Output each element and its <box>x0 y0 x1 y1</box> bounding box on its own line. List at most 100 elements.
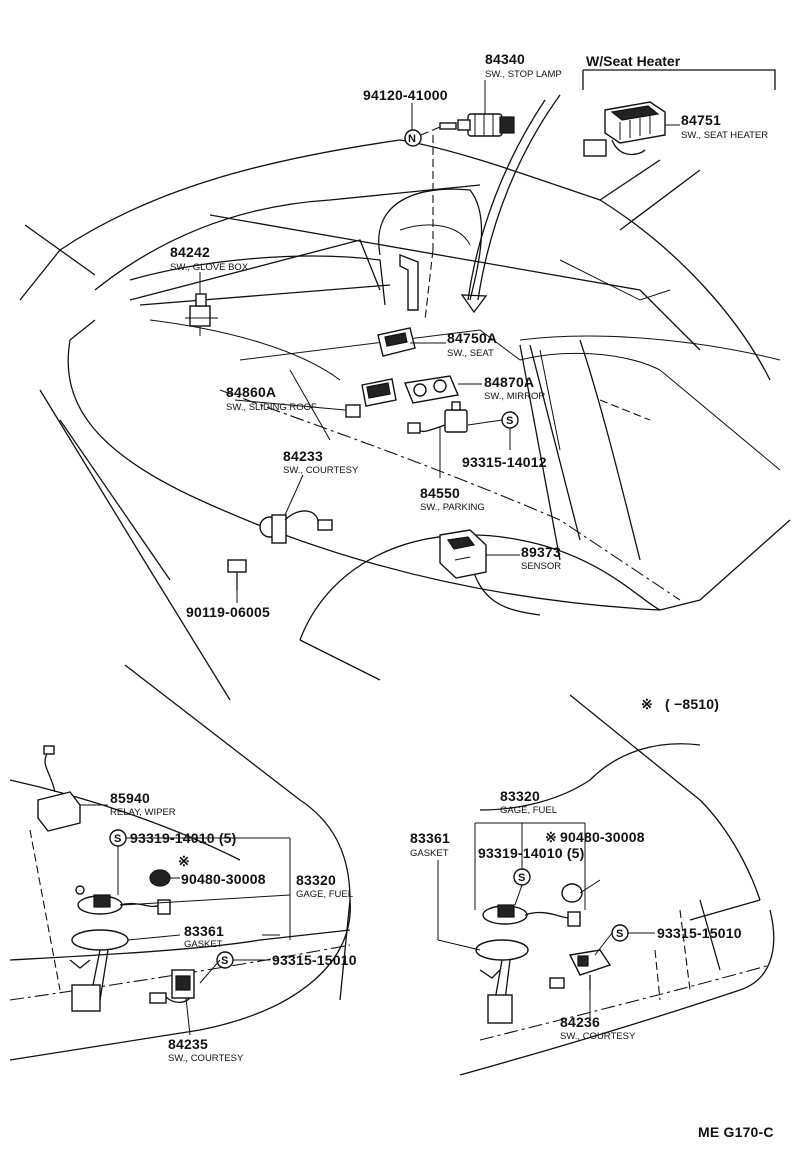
label-left-84235: 84235 SW., COURTESY <box>168 1036 244 1064</box>
part-desc: SW., COURTESY <box>560 1031 636 1042</box>
part-desc: SW., COURTESY <box>283 465 359 476</box>
car-rear-left-outline <box>9 664 351 1061</box>
seat-heater-bracket: W/Seat Heater <box>582 53 776 90</box>
fuel-gage-left <box>69 885 171 1012</box>
part-number: 89373 <box>521 544 561 560</box>
part-desc: SW., SLIDING ROOF <box>226 402 317 413</box>
label-84340: 84340 SW., STOP LAMP <box>485 51 562 80</box>
label-right-83361: 83361 GASKET <box>410 830 450 859</box>
part-number: 84236 <box>560 1014 600 1030</box>
bracket-under-dash <box>399 249 434 321</box>
label-left-93315: 93315-15010 <box>272 952 357 968</box>
mirror-switch <box>404 375 459 404</box>
label-right-90480: ※ 90480-30008 <box>545 829 645 845</box>
n-mark-icon: N <box>408 133 416 145</box>
part-number: 93315-14012 <box>462 454 547 470</box>
bolt-90119 <box>227 559 247 590</box>
label-94120-41000: 94120-41000 <box>363 87 448 103</box>
label-left-93319: 93319-14010 (5) <box>130 830 237 846</box>
label-89373: 89373 SENSOR <box>521 544 561 572</box>
part-number: 83361 <box>410 830 450 846</box>
label-93315-14012: 93315-14012 <box>462 454 547 470</box>
s-mark-right-93315: S <box>611 924 629 942</box>
part-number: 85940 <box>110 790 150 806</box>
sliding-roof-switch <box>345 378 397 418</box>
part-number: 93315-15010 <box>657 925 742 941</box>
part-number: 83320 <box>296 872 336 888</box>
part-number: 93319-14010 (5) <box>130 830 237 846</box>
label-90119-06005: 90119-06005 <box>186 604 270 620</box>
part-desc: SW., MIRROR <box>484 391 545 402</box>
part-desc: SW., COURTESY <box>168 1053 244 1064</box>
star-icon: ※ <box>545 829 557 845</box>
note-range: ( −8510) <box>665 696 719 712</box>
seat-heater-switch <box>583 101 666 157</box>
s-mark-icon: S <box>114 833 121 845</box>
sensor-89373 <box>439 529 487 579</box>
stop-lamp-switch <box>439 113 515 137</box>
leader-lines-bottom-left <box>117 837 291 1036</box>
star-icon: ※ <box>178 853 190 869</box>
part-desc: SW., SEAT <box>447 348 494 359</box>
part-desc: GASKET <box>184 939 223 950</box>
diagram-code: ME G170-C <box>698 1124 774 1140</box>
label-right-93319: 93319-14010 (5) <box>478 845 584 861</box>
part-number: 83361 <box>184 923 224 939</box>
part-number: 83320 <box>500 788 540 804</box>
part-number: 90119-06005 <box>186 604 270 620</box>
part-number: 84860A <box>226 384 276 400</box>
label-84242: 84242 SW., GLOVE BOX <box>170 244 249 273</box>
leader-lines-top <box>199 80 680 603</box>
s-mark-93315-14012: S <box>501 411 519 429</box>
s-mark-icon: S <box>616 928 623 940</box>
label-84233: 84233 SW., COURTESY <box>283 448 359 476</box>
part-number: 84750A <box>447 330 497 346</box>
n-mark-nut: N <box>404 126 441 250</box>
car-rear-right-outline <box>459 694 775 1076</box>
part-number: 90480-30008 <box>560 829 645 845</box>
part-desc: SW., GLOVE BOX <box>170 262 249 273</box>
seat-switch <box>377 327 416 357</box>
grommet-right <box>561 883 583 903</box>
grommet-left <box>149 869 171 887</box>
part-number: 94120-41000 <box>363 87 448 103</box>
label-right-83320: 83320 GAGE, FUEL <box>500 788 557 816</box>
courtesy-switch-left <box>149 969 195 1004</box>
part-number: 84235 <box>168 1036 208 1052</box>
part-desc: RELAY, WIPER <box>110 807 176 818</box>
part-desc: SW., SEAT HEATER <box>681 130 768 141</box>
part-number: 90480-30008 <box>181 871 266 887</box>
part-number: 84340 <box>485 51 525 67</box>
part-number: 84233 <box>283 448 323 464</box>
part-number: 84870A <box>484 374 534 390</box>
label-left-83320: 83320 GAGE, FUEL <box>296 872 353 900</box>
range-note: ※ ( −8510) <box>641 696 719 712</box>
glove-box-switch <box>185 293 218 336</box>
part-desc: SW., PARKING <box>420 502 485 513</box>
parking-switch <box>407 401 468 434</box>
part-desc: SW., STOP LAMP <box>485 69 562 80</box>
s-mark-left-93319: S <box>109 829 127 847</box>
part-number: 84751 <box>681 112 721 128</box>
part-desc: GASKET <box>410 848 449 859</box>
s-mark-icon: S <box>221 955 228 967</box>
label-84870A: 84870A SW., MIRROR <box>484 374 545 402</box>
label-84751: 84751 SW., SEAT HEATER <box>681 112 768 141</box>
seat-heater-title: W/Seat Heater <box>586 53 681 69</box>
label-85940: 85940 RELAY, WIPER <box>110 790 176 818</box>
note-star-icon: ※ <box>641 696 653 712</box>
label-left-90480: ※ 90480-30008 <box>178 853 266 887</box>
pointer-arrow <box>460 94 561 314</box>
label-right-93315: 93315-15010 <box>657 925 742 941</box>
courtesy-switch-right <box>549 949 612 990</box>
wiper-relay <box>37 745 108 832</box>
part-desc: GAGE, FUEL <box>296 889 353 900</box>
part-number: 84242 <box>170 244 210 260</box>
courtesy-switch-top <box>259 510 333 544</box>
part-number: 84550 <box>420 485 460 501</box>
fuel-gage-right <box>475 904 581 1024</box>
leader-lines-bottom-right <box>437 822 655 1020</box>
part-desc: GAGE, FUEL <box>500 805 557 816</box>
part-desc: SENSOR <box>521 561 561 572</box>
